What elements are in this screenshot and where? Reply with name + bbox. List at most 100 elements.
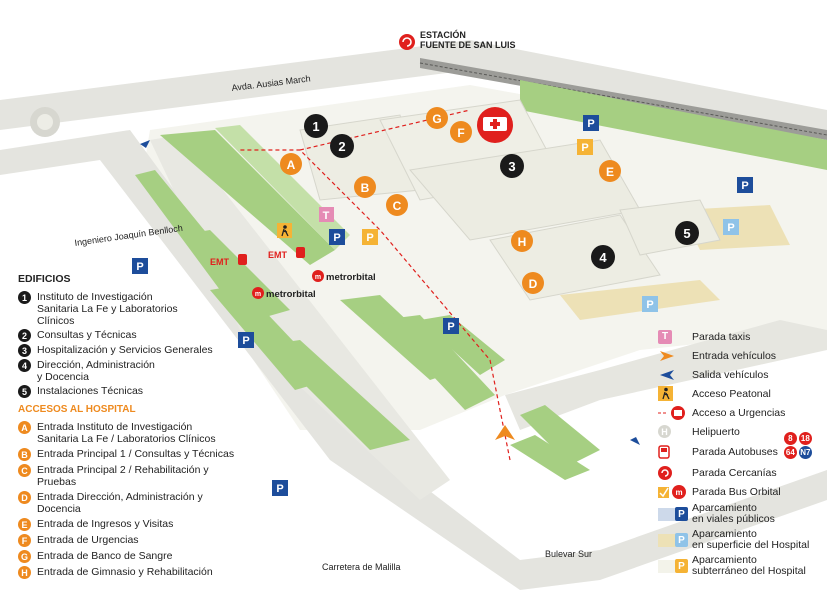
legend-exit: Salida vehículos — [658, 365, 823, 384]
pedestrian-icon — [658, 386, 673, 401]
svg-text:P: P — [242, 335, 249, 347]
surface-parking-1 — [560, 280, 720, 320]
exit-arrow-icon — [660, 369, 674, 380]
station-label-2: FUENTE DE SAN LUIS — [420, 40, 516, 50]
metrorbital-stop[interactable]: m metrorbital — [312, 270, 376, 283]
svg-text:E: E — [606, 165, 614, 179]
legend-bus: Parada Autobuses 8 18 64 N7 — [658, 432, 823, 466]
access-c-marker[interactable]: C — [386, 194, 408, 216]
svg-text:F: F — [457, 126, 464, 140]
station-label-1: ESTACIÓN — [420, 29, 466, 40]
green-strip-north — [520, 80, 827, 170]
building-1-marker[interactable]: 1 — [304, 114, 328, 138]
svg-text:P: P — [581, 142, 588, 154]
access-e-marker[interactable]: E — [599, 160, 621, 182]
green-block-4 — [265, 340, 410, 450]
parking-public-marker[interactable]: P — [238, 332, 254, 348]
emt-bus-stop[interactable]: EMT — [210, 254, 247, 267]
road-ausias-march — [0, 40, 827, 140]
parking-underground-marker[interactable]: P — [577, 139, 593, 155]
building-3-marker[interactable]: 3 — [500, 154, 524, 178]
cercanias-icon — [658, 465, 672, 480]
taxi-marker[interactable]: T — [319, 207, 334, 222]
heliport-icon: H — [658, 425, 671, 438]
emt-bus-stop[interactable]: EMT — [268, 247, 305, 260]
parking-public-marker[interactable]: P — [443, 318, 459, 334]
access-h-marker[interactable]: H — [511, 230, 533, 252]
svg-text:G: G — [432, 112, 441, 126]
emergency-access-icon — [658, 405, 685, 420]
svg-text:P: P — [646, 299, 653, 311]
parking-public-marker[interactable]: P — [132, 258, 148, 274]
access-g-marker[interactable]: G — [426, 107, 448, 129]
svg-text:B: B — [361, 181, 370, 195]
parking-public-marker[interactable]: P — [737, 177, 753, 193]
building-4-marker[interactable]: 4 — [591, 245, 615, 269]
green-strip-2 — [215, 125, 350, 250]
legend-emergency: Acceso a Urgencias — [658, 403, 823, 422]
svg-text:EMT: EMT — [210, 257, 230, 267]
green-block-9 — [510, 435, 590, 480]
svg-text:4: 4 — [599, 250, 607, 265]
access-a-marker[interactable]: A — [280, 153, 302, 175]
svg-text:2: 2 — [338, 139, 345, 154]
svg-text:D: D — [529, 277, 538, 291]
svg-text:P: P — [333, 232, 340, 244]
parking-public-marker[interactable]: P — [329, 229, 345, 245]
svg-text:P: P — [136, 261, 143, 273]
metrorbital-stop[interactable]: m metrorbital — [252, 287, 316, 300]
legend-entry: Entrada vehículos — [658, 346, 823, 365]
bus-icon — [658, 445, 670, 459]
svg-text:3: 3 — [508, 159, 515, 174]
parking-surface-marker[interactable]: P — [723, 219, 739, 235]
access-b-marker[interactable]: B — [354, 176, 376, 198]
svg-text:P: P — [727, 222, 734, 234]
vehicle-entry-arrow — [495, 425, 515, 440]
legend-cercanias: Parada Cercanías — [658, 463, 823, 482]
building-5-marker[interactable]: 5 — [675, 221, 699, 245]
svg-text:m: m — [675, 488, 682, 497]
building-2-marker[interactable]: 2 — [330, 134, 354, 158]
pedestrian-access-marker[interactable] — [277, 223, 292, 238]
svg-text:H: H — [518, 235, 527, 249]
svg-text:T: T — [323, 210, 330, 222]
parking-underground-marker[interactable]: P — [362, 229, 378, 245]
parking-public-marker[interactable]: P — [583, 115, 599, 131]
svg-text:EMT: EMT — [268, 250, 288, 260]
taxi-icon: T — [658, 329, 672, 344]
parking-public-marker[interactable]: P — [272, 480, 288, 496]
legend-pedestrian: Acceso Peatonal — [658, 384, 823, 403]
street-label-malilla: Carretera de Malilla — [322, 562, 401, 572]
parking-surface-marker[interactable]: P — [642, 296, 658, 312]
entry-arrow-icon — [660, 350, 674, 361]
svg-text:m: m — [255, 291, 261, 298]
street-label-bulevar: Bulevar Sur — [545, 549, 592, 559]
buildings-title: EDIFICIOS — [18, 273, 71, 285]
access-f-marker[interactable]: F — [450, 121, 472, 143]
svg-text:m: m — [315, 274, 321, 281]
orbital-icon: m — [658, 484, 686, 499]
parking-underground-icon: P — [674, 559, 688, 573]
green-block-7 — [420, 315, 505, 375]
access-d-marker[interactable]: D — [522, 272, 544, 294]
green-block-2 — [180, 230, 290, 320]
green-block-6 — [380, 315, 495, 410]
bus-lines: 8 18 64 N7 — [783, 432, 818, 466]
svg-text:C: C — [393, 199, 402, 213]
